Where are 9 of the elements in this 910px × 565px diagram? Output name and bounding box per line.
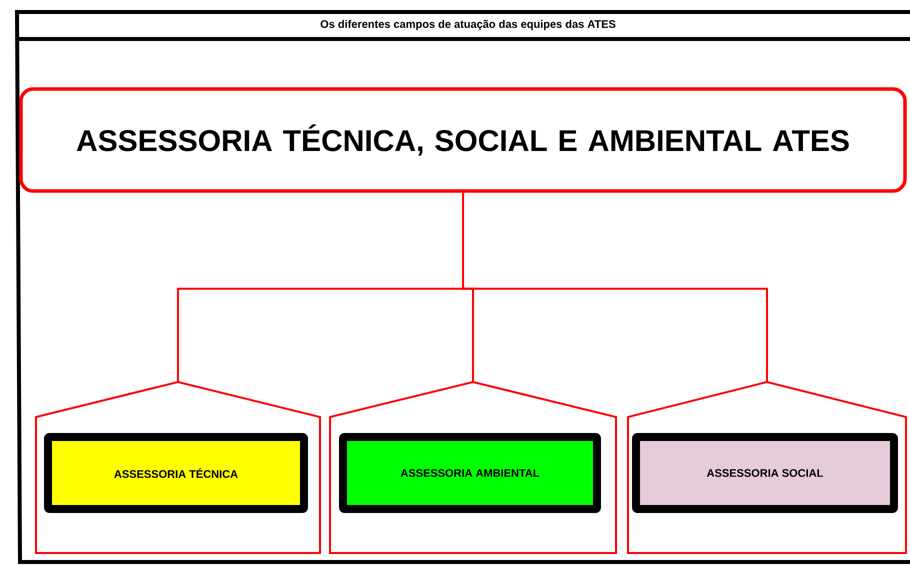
pentagon-frame	[627, 380, 907, 554]
category-box: ASSESSORIA TÉCNICA	[44, 433, 308, 513]
connector	[462, 192, 768, 382]
category-box: ASSESSORIA AMBIENTAL	[339, 433, 601, 513]
title-box: ASSESSORIA TÉCNICA, SOCIAL E AMBIENTAL ATES	[19, 87, 907, 193]
category-box: ASSESSORIA SOCIAL	[632, 433, 898, 513]
title: Os diferentes campos de atuação das equipes das ATES	[320, 20, 616, 30]
pentagon-frame	[35, 380, 321, 554]
pentagon-frame	[329, 380, 617, 554]
